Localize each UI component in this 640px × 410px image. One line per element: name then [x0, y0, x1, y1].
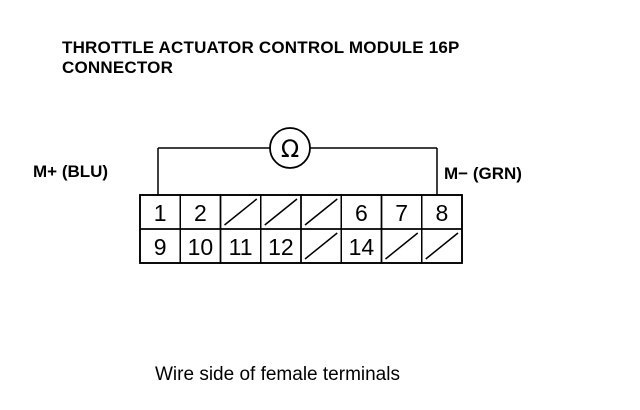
title-line-1: THROTTLE ACTUATOR CONTROL MODULE 16P — [62, 38, 460, 57]
terminal-6: 6 — [355, 200, 368, 226]
empty-terminal-slash — [304, 232, 338, 260]
terminal-9: 9 — [154, 234, 167, 260]
probe-negative-sign: M− — [444, 164, 469, 183]
probe-label-positive: M+ (BLU) — [33, 162, 108, 182]
terminal-14: 14 — [349, 234, 375, 260]
ohmmeter-wiring — [157, 127, 438, 195]
terminal-1: 1 — [154, 200, 167, 226]
terminal-8: 8 — [435, 200, 448, 226]
probe-label-negative: M− (GRN) — [444, 164, 522, 184]
empty-terminal-slash — [425, 232, 459, 260]
empty-terminal-slash — [264, 198, 298, 226]
connector-cell — [421, 228, 463, 264]
probe-positive-wire: (BLU) — [61, 162, 109, 181]
terminal-7: 7 — [395, 200, 408, 226]
diagram-title: THROTTLE ACTUATOR CONTROL MODULE 16P CON… — [62, 38, 460, 78]
probe-negative-wire: (GRN) — [472, 164, 522, 183]
terminal-12: 12 — [268, 234, 294, 260]
terminal-2: 2 — [194, 200, 207, 226]
diagram-caption: Wire side of female terminals — [155, 364, 400, 385]
probe-positive-sign: M+ — [33, 162, 58, 181]
title-line-2: CONNECTOR — [62, 58, 174, 77]
terminal-10: 10 — [188, 234, 214, 260]
empty-terminal-slash — [304, 198, 338, 226]
empty-terminal-slash — [385, 232, 419, 260]
ohmmeter-icon — [269, 127, 311, 169]
ohm-symbol: Ω — [281, 135, 299, 163]
empty-terminal-slash — [224, 198, 258, 226]
terminal-11: 11 — [229, 234, 253, 260]
